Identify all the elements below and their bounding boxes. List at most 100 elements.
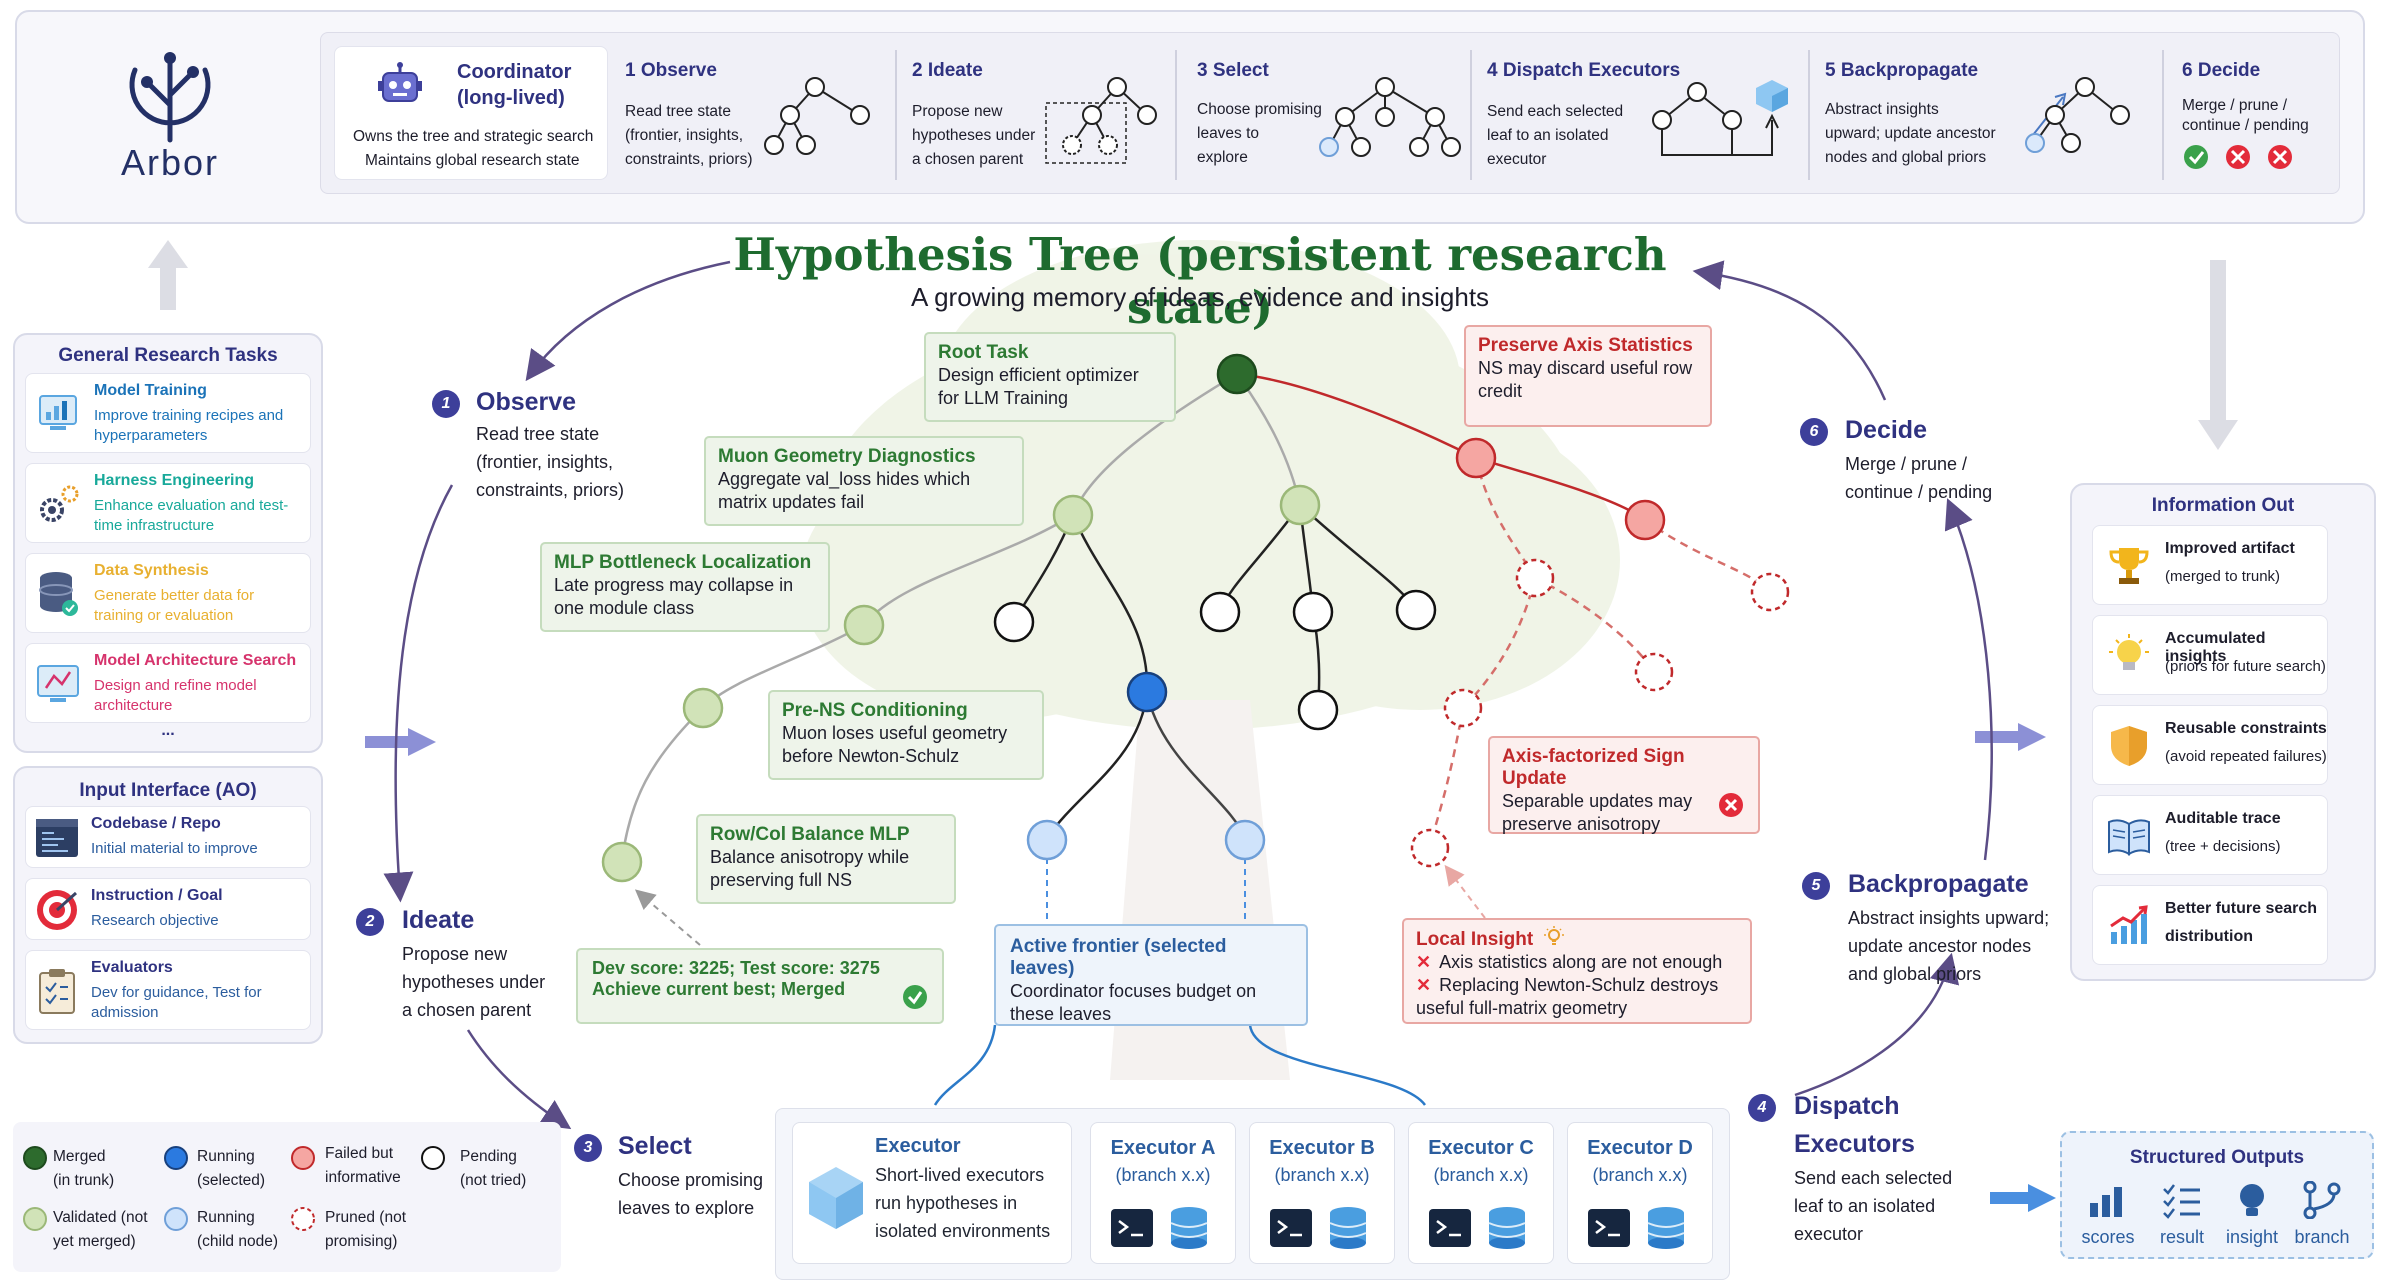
coordinator-line2: Maintains global research state — [365, 152, 580, 169]
structured-label: scores — [2081, 1227, 2135, 1247]
step-text-line: Abstract insights upward; — [1848, 908, 2050, 928]
task-desc: Enhance evaluation and test- — [94, 497, 289, 514]
box-title: Muon Geometry Diagnostics — [718, 446, 976, 467]
node-running-selected — [1126, 671, 1168, 713]
branch-icon — [2303, 1181, 2341, 1219]
training-chart-icon — [39, 395, 77, 430]
step-title-dispatch: Dispatch — [1794, 1092, 1900, 1120]
header-step-title: 3 Select — [1197, 60, 1269, 81]
header-step-line: Propose new — [912, 103, 1003, 120]
code-icon — [36, 819, 78, 857]
executor-d-card: Executor D (branch x.x) — [1567, 1122, 1713, 1264]
legend-running-selected: Running(selected) — [197, 1145, 265, 1193]
architecture-icon — [37, 665, 79, 702]
score-line: Dev score: 3225; Test score: 3275 — [592, 958, 880, 978]
info-title: Reusable constraints — [2165, 720, 2327, 737]
coordinator-card: Coordinator (long-lived) Owns the tree a… — [334, 46, 608, 180]
step-text-line: and global priors — [1848, 964, 1982, 984]
clipboard-icon — [39, 969, 75, 1014]
tree-nodes — [601, 353, 1790, 883]
box-line: one module class — [554, 598, 695, 618]
legend-running-child: Running(child node) — [197, 1206, 278, 1254]
step-title-backprop: Backpropagate — [1848, 870, 2029, 898]
coordinator-title: Coordinator — [457, 61, 572, 83]
terminal-db-icons — [1270, 1207, 1367, 1249]
executor-card-sub: (branch x.x) — [1274, 1165, 1370, 1185]
growth-chart-icon — [2110, 905, 2148, 944]
header-step-line: hypotheses under — [912, 127, 1036, 144]
insight-line: useful full-matrix geometry — [1416, 998, 1628, 1018]
executor-line: isolated environments — [875, 1221, 1051, 1241]
step-number-badge: 3 — [574, 1134, 602, 1162]
input-instruction: Instruction / Goal Research objective — [25, 878, 311, 940]
input-codebase: Codebase / Repo Initial material to impr… — [25, 806, 311, 868]
input-evaluators: Evaluators Dev for guidance, Test for ad… — [25, 950, 311, 1030]
mlp-bottleneck-box: MLP Bottleneck Localization Late progres… — [540, 542, 830, 632]
lightbulb-icon — [2109, 634, 2149, 670]
task-model-architecture-search: Model Architecture Search Design and ref… — [25, 643, 311, 723]
step-title-dispatch-2: Executors — [1794, 1130, 1915, 1158]
step-text-line: constraints, priors) — [476, 480, 625, 500]
legend-label: promising) — [325, 1233, 398, 1250]
info-sub: (priors for future search) — [2165, 658, 2326, 675]
step-title-select: Select — [618, 1132, 692, 1160]
muon-diagnostics-box: Muon Geometry Diagnostics Aggregate val_… — [704, 436, 1024, 526]
book-icon — [2108, 819, 2150, 856]
executor-c-card: Executor C (branch x.x) — [1408, 1122, 1554, 1264]
header-step-dispatch: 4 Dispatch Executors Send each selected … — [1487, 60, 1817, 180]
dispatch-tree-icon — [1652, 80, 1788, 156]
node-pruned — [1750, 572, 1790, 612]
header-step-line: Read tree state — [625, 103, 731, 120]
legend-label: Pending — [460, 1148, 517, 1165]
input-interface-title: Input Interface (AO) — [79, 780, 257, 801]
info-accumulated-insights: Accumulated insights (priors for future … — [2092, 615, 2328, 695]
task-desc: Design and refine model — [94, 677, 257, 694]
header-step-line: leaf to an isolated — [1487, 127, 1609, 144]
step-text-line: Send each selected — [1794, 1168, 1953, 1188]
legend-merged: Merged(in trunk) — [53, 1145, 114, 1193]
header-step-line: a chosen parent — [912, 151, 1024, 168]
node-pending — [1292, 591, 1334, 633]
executor-card-title: Executor A — [1110, 1137, 1216, 1159]
box-title: Local Insight — [1416, 929, 1534, 950]
step-title-observe: Observe — [476, 388, 577, 416]
node-validated — [1279, 484, 1321, 526]
task-desc: hyperparameters — [94, 427, 208, 444]
info-better-search: Better future search distribution — [2092, 885, 2328, 965]
executor-b-card: Executor B (branch x.x) — [1249, 1122, 1395, 1264]
insight-text: Replacing Newton-Schulz destroys — [1439, 975, 1719, 995]
step-text-line: Read tree state — [476, 424, 600, 444]
header-step-decide: 6 Decide Merge / prune / continue / pend… — [2182, 60, 2342, 180]
header-divider — [1808, 50, 1810, 180]
step-number-badge: 5 — [1802, 872, 1830, 900]
node-validated — [601, 841, 643, 883]
header-step-line: executor — [1487, 151, 1547, 168]
box-line: Balance anisotropy while — [710, 847, 910, 867]
node-validated — [843, 604, 885, 646]
task-desc: architecture — [94, 697, 173, 714]
row-col-balance-box: Row/Col Balance MLP Balance anisotropy w… — [696, 814, 956, 904]
structured-outputs-title: Structured Outputs — [2129, 1147, 2305, 1168]
local-insight-title-row: Local Insight — [1416, 926, 1738, 951]
info-title: Accumulated insights — [2165, 630, 2266, 665]
axis-factorized-box: Axis-factorized Sign Update Separable up… — [1488, 736, 1760, 834]
scores-icon — [2090, 1187, 2122, 1217]
x-mark-icon: ✕ — [1416, 975, 1432, 995]
step-text-line: Choose promising — [618, 1170, 764, 1190]
step-text-line: hypotheses under — [402, 972, 546, 992]
box-title: Row/Col Balance MLP — [710, 824, 910, 845]
step-text-line: (frontier, insights, — [476, 452, 614, 472]
header-step-line: Send each selected — [1487, 103, 1624, 120]
box-title: Pre-NS Conditioning — [782, 700, 968, 721]
executor-card-sub: (branch x.x) — [1115, 1165, 1211, 1185]
info-auditable-trace: Auditable trace (tree + decisions) — [2092, 795, 2328, 875]
result-icon — [2163, 1184, 2200, 1219]
terminal-db-icons — [1588, 1207, 1685, 1249]
shield-icon — [2111, 726, 2147, 766]
node-root-merged — [1216, 353, 1258, 395]
task-desc: time infrastructure — [94, 517, 215, 534]
node-pending — [993, 601, 1035, 643]
executor-card-title: Executor B — [1269, 1137, 1375, 1159]
